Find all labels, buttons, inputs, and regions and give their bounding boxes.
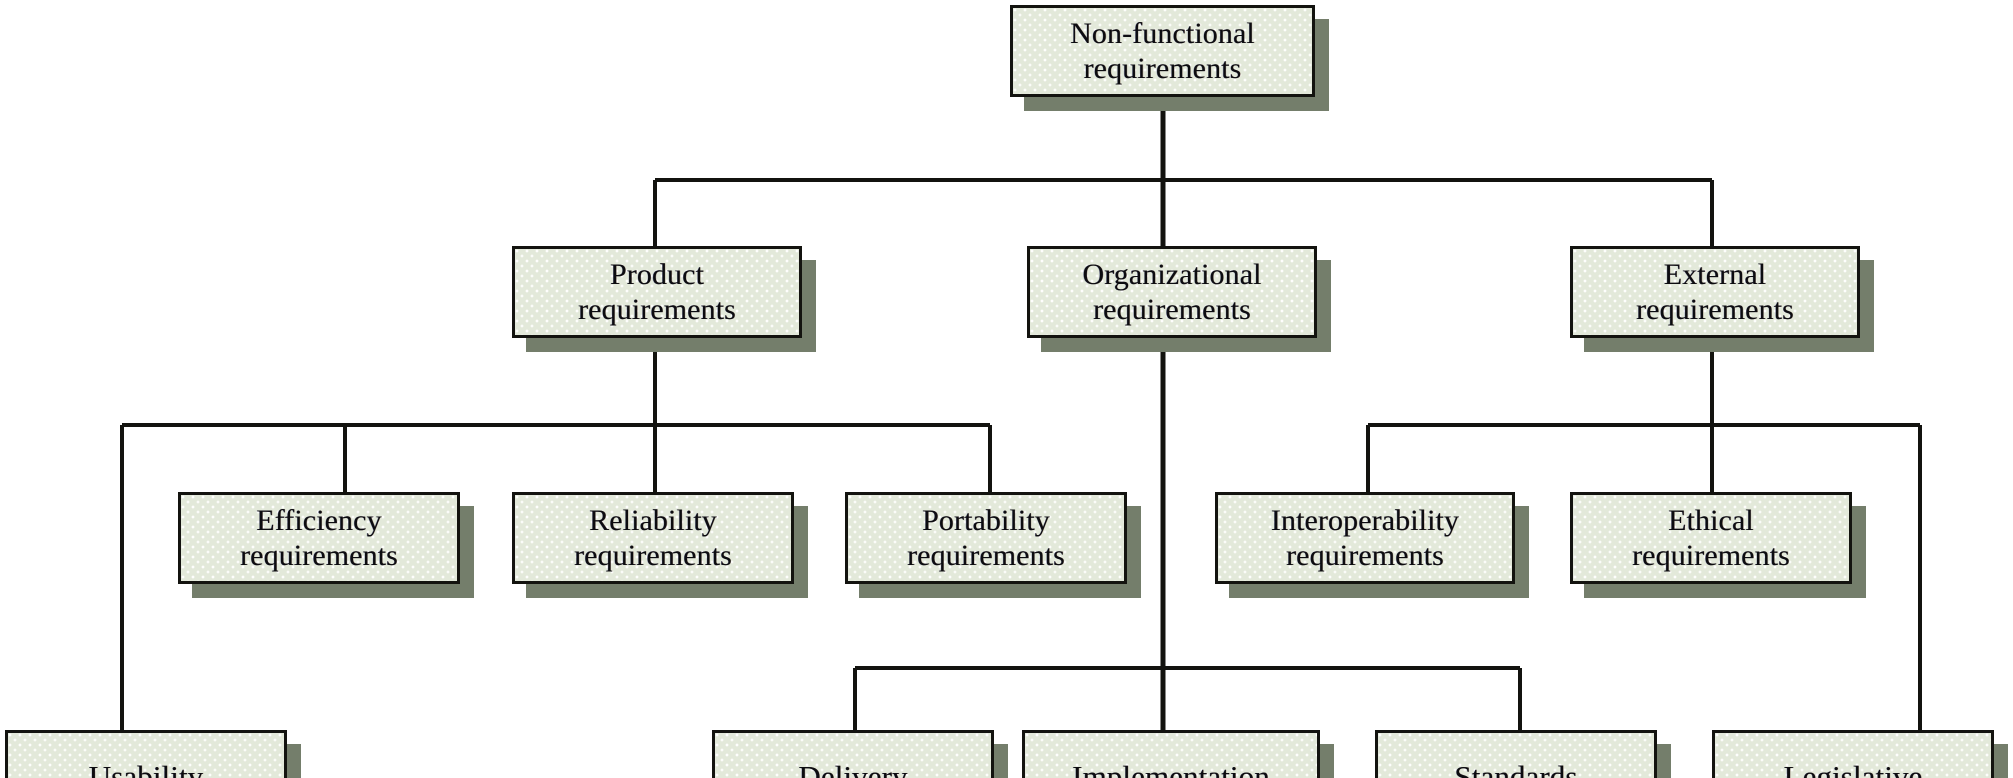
node-reliability-requirements[interactable]: Reliability requirements	[512, 492, 794, 584]
node-label: Ethical requirements	[1632, 503, 1790, 572]
node-non-functional-requirements[interactable]: Non-functional requirements	[1010, 5, 1315, 97]
node-label: Efficiency requirements	[240, 503, 398, 572]
node-external-requirements[interactable]: External requirements	[1570, 246, 1860, 338]
node-organizational-requirements[interactable]: Organizational requirements	[1027, 246, 1317, 338]
node-implementation-requirements[interactable]: Implementation	[1022, 730, 1320, 778]
node-label: Interoperability requirements	[1270, 503, 1460, 572]
node-legislative-requirements[interactable]: Legislative	[1712, 730, 1994, 778]
node-product-requirements[interactable]: Product requirements	[512, 246, 802, 338]
node-label: Implementation	[1072, 758, 1270, 778]
node-label: Product requirements	[578, 257, 736, 326]
node-ethical-requirements[interactable]: Ethical requirements	[1570, 492, 1852, 584]
node-standards-requirements[interactable]: Standards	[1375, 730, 1657, 778]
node-label: Delivery	[798, 758, 908, 778]
node-label: Standards	[1454, 758, 1578, 778]
node-efficiency-requirements[interactable]: Efficiency requirements	[178, 492, 460, 584]
node-usability-requirements[interactable]: Usability	[5, 730, 287, 778]
node-label: Organizational requirements	[1082, 257, 1262, 326]
node-label: Non-functional requirements	[1070, 16, 1255, 85]
node-label: Legislative	[1783, 758, 1923, 778]
node-label: External requirements	[1636, 257, 1794, 326]
node-label: Reliability requirements	[574, 503, 732, 572]
node-interoperability-requirements[interactable]: Interoperability requirements	[1215, 492, 1515, 584]
node-label: Usability	[88, 758, 204, 778]
node-label: Portability requirements	[907, 503, 1065, 572]
node-delivery-requirements[interactable]: Delivery	[712, 730, 994, 778]
node-portability-requirements[interactable]: Portability requirements	[845, 492, 1127, 584]
